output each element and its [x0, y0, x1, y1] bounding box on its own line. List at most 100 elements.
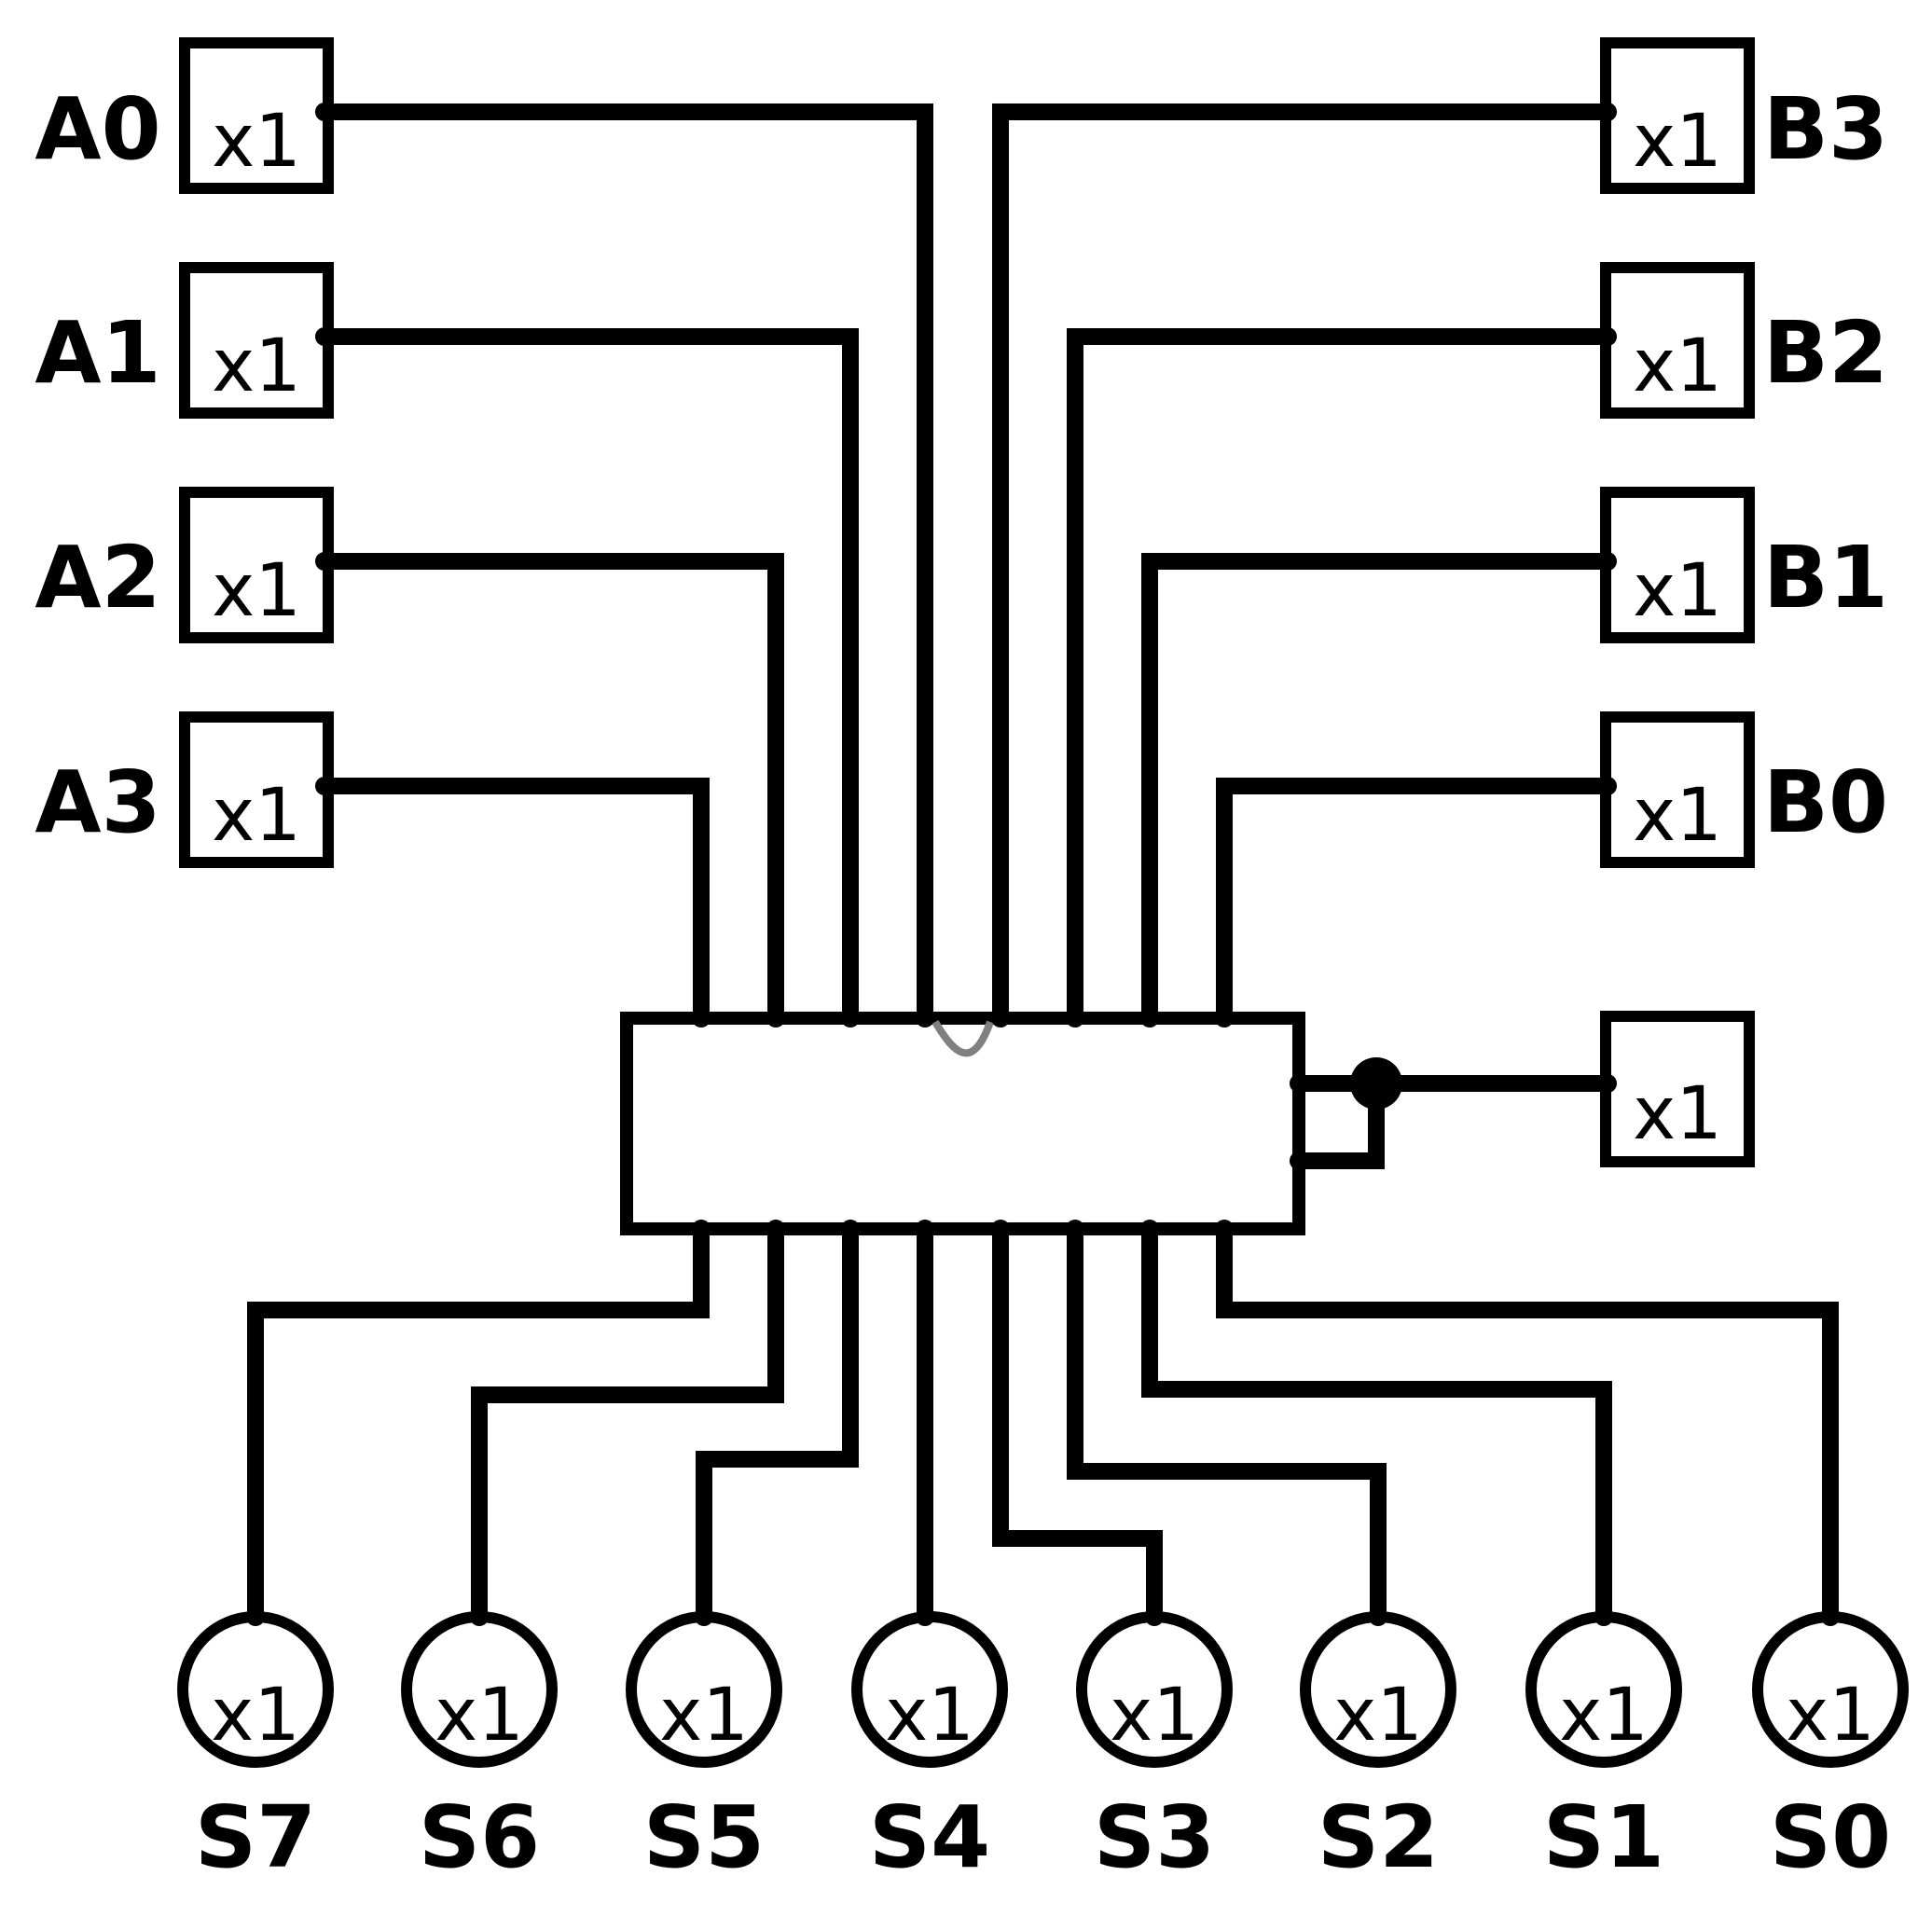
- pin-right-carry-in: [1290, 1074, 1308, 1093]
- adder-chip: [620, 1012, 1305, 1235]
- wire-s7: [247, 1229, 710, 1615]
- input-box-aux[interactable]: [1600, 1011, 1755, 1167]
- pin-bottom: [841, 1220, 860, 1238]
- pin-b3: [1598, 103, 1617, 121]
- wire-s0: [1216, 1229, 1839, 1615]
- input-box-b3[interactable]: [1600, 37, 1755, 194]
- pin-bottom: [1140, 1220, 1159, 1238]
- chip-top-pins: [692, 1009, 1234, 1027]
- input-box-b1[interactable]: [1600, 487, 1755, 643]
- wire-a3: [328, 778, 710, 1018]
- gain-s3: x1: [1110, 1674, 1199, 1758]
- pin-bottom: [1215, 1220, 1234, 1238]
- pin-s4: [916, 1607, 934, 1626]
- pin-s3: [1145, 1607, 1164, 1626]
- pin-a0: [315, 103, 334, 121]
- pin-top: [841, 1009, 860, 1027]
- b-wires: [992, 103, 1604, 1018]
- output-wires: [247, 1229, 1839, 1615]
- pin-bottom: [766, 1220, 785, 1238]
- label-b0: B0: [1763, 752, 1888, 852]
- pin-top: [916, 1009, 934, 1027]
- gain-s4: x1: [885, 1674, 974, 1758]
- label-s1: S1: [1543, 1787, 1664, 1887]
- label-b2: B2: [1763, 303, 1888, 403]
- a-input-boxes: x1 A0 x1 A1 x1 A2 x1 A3: [34, 37, 334, 868]
- label-s3: S3: [1094, 1787, 1215, 1887]
- gain-a0: x1: [212, 100, 301, 184]
- wire-s5: [696, 1229, 859, 1615]
- pin-b2: [1598, 327, 1617, 346]
- label-s5: S5: [643, 1787, 765, 1887]
- wire-s3: [992, 1229, 1163, 1615]
- wire-b0: [1216, 778, 1604, 1018]
- pin-b0: [1598, 777, 1617, 795]
- pin-a3: [315, 777, 334, 795]
- gain-a3: x1: [212, 774, 301, 858]
- input-box-b0[interactable]: [1600, 711, 1755, 868]
- gain-s2: x1: [1333, 1674, 1423, 1758]
- pin-aux: [1598, 1074, 1617, 1093]
- pin-a1: [315, 327, 334, 346]
- pin-s5: [695, 1607, 713, 1626]
- wire-s6: [471, 1229, 784, 1615]
- gain-b3: x1: [1633, 100, 1722, 184]
- pin-s2: [1369, 1607, 1387, 1626]
- pin-a2: [315, 552, 334, 571]
- chip-bottom-pins: [692, 1220, 1234, 1238]
- pin-top: [1215, 1009, 1234, 1027]
- gain-b0: x1: [1633, 774, 1722, 858]
- gain-s1: x1: [1559, 1674, 1649, 1758]
- wire-s1: [1141, 1229, 1612, 1615]
- pin-top: [1066, 1009, 1084, 1027]
- label-a1: A1: [34, 303, 160, 403]
- input-box-a3[interactable]: [179, 711, 334, 868]
- pin-bottom: [692, 1220, 711, 1238]
- label-s0: S0: [1770, 1787, 1891, 1887]
- pin-right-carry-out: [1290, 1152, 1308, 1170]
- label-b1: B1: [1763, 528, 1888, 628]
- gain-a2: x1: [212, 549, 301, 633]
- gain-s7: x1: [211, 1674, 300, 1758]
- wire-a0: [328, 103, 933, 1018]
- pin-s0: [1821, 1607, 1840, 1626]
- label-a2: A2: [34, 528, 160, 628]
- pin-b1: [1598, 552, 1617, 571]
- pin-s6: [470, 1607, 489, 1626]
- pin-top: [991, 1009, 1010, 1027]
- pin-top: [1140, 1009, 1159, 1027]
- pin-bottom: [991, 1220, 1010, 1238]
- gain-s0: x1: [1786, 1674, 1875, 1758]
- output-probes: x1 S7 x1 S6 x1 S5 x1 S4 x1 S3 x1 S2 x1 S…: [177, 1607, 1909, 1887]
- label-s4: S4: [869, 1787, 990, 1887]
- gain-a1: x1: [212, 324, 301, 408]
- pin-s1: [1594, 1607, 1613, 1626]
- junction-dot: [1350, 1057, 1402, 1110]
- label-b3: B3: [1763, 79, 1888, 179]
- input-box-b2[interactable]: [1600, 262, 1755, 419]
- a-wires: [328, 103, 933, 1018]
- wire-b1: [1141, 553, 1604, 1018]
- pin-s7: [246, 1607, 265, 1626]
- wire-s2: [1067, 1229, 1387, 1615]
- gain-b2: x1: [1633, 324, 1722, 408]
- pin-top: [766, 1009, 785, 1027]
- wire-a1: [328, 328, 859, 1018]
- gain-b1: x1: [1633, 549, 1722, 633]
- label-a3: A3: [34, 752, 160, 852]
- label-a0: A0: [34, 79, 160, 179]
- wire-b3: [992, 103, 1604, 1018]
- label-s2: S2: [1318, 1787, 1439, 1887]
- pin-top: [692, 1009, 711, 1027]
- label-s6: S6: [419, 1787, 540, 1887]
- label-s7: S7: [195, 1787, 316, 1887]
- gain-aux: x1: [1633, 1072, 1722, 1156]
- pin-bottom: [1066, 1220, 1084, 1238]
- b-input-boxes: x1 B3 x1 B2 x1 B1 x1 B0 x1: [1598, 37, 1888, 1167]
- wire-b2: [1067, 328, 1604, 1018]
- chip-notch-loop: [932, 1019, 994, 1057]
- gain-s5: x1: [659, 1674, 749, 1758]
- gain-s6: x1: [435, 1674, 524, 1758]
- aux-wires: [1299, 1075, 1604, 1169]
